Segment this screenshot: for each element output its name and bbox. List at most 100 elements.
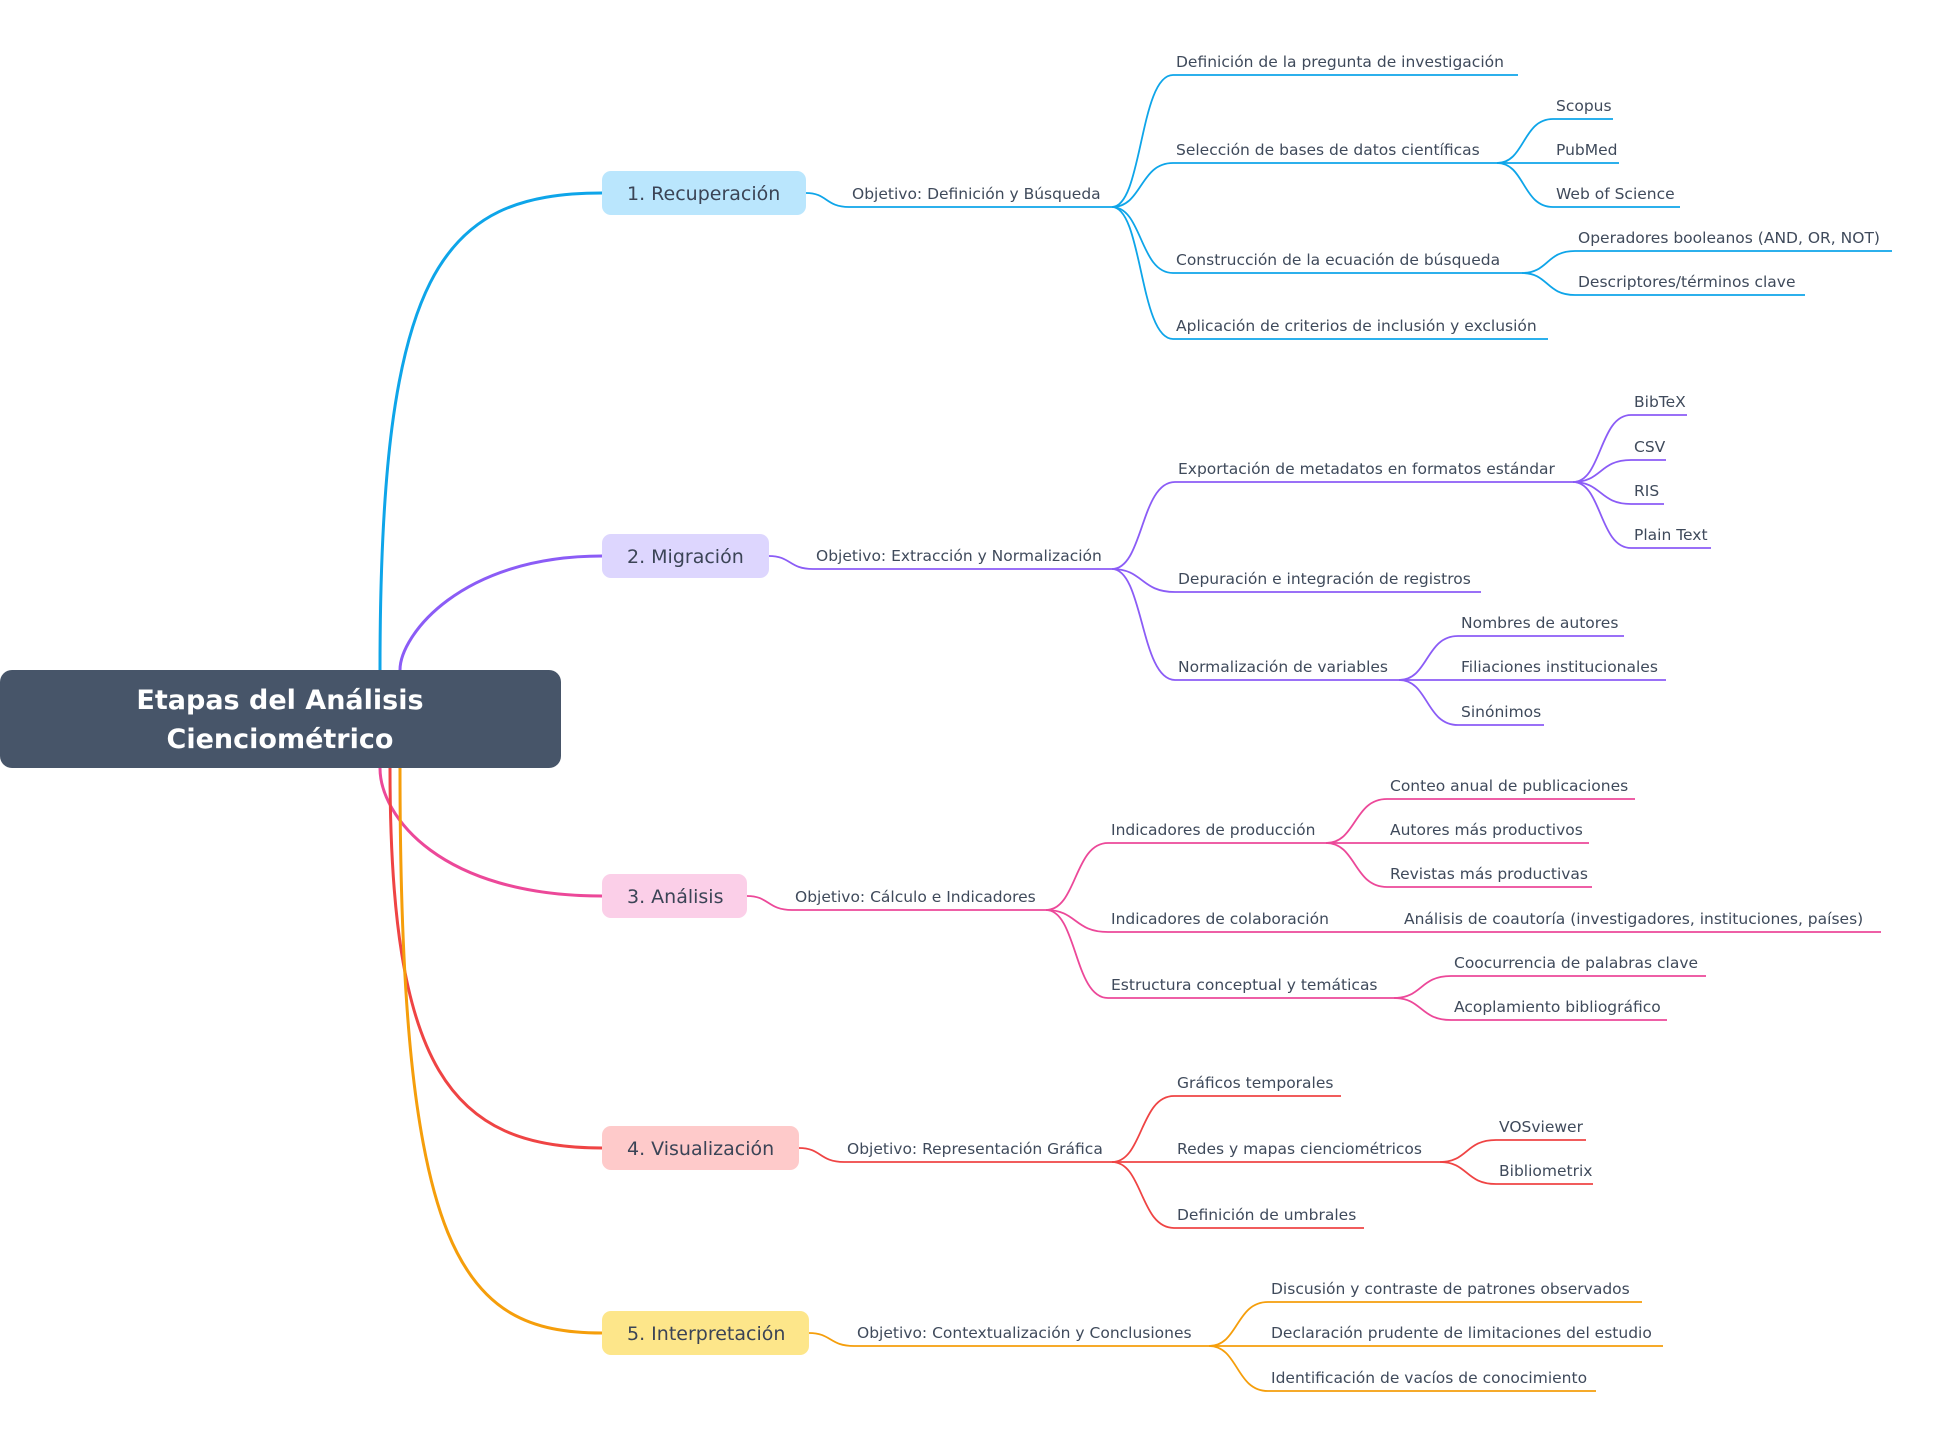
sub-node[interactable]: Selección de bases de datos científicas: [1173, 141, 1497, 164]
sub-node[interactable]: Definición de umbrales: [1174, 1206, 1364, 1229]
leaf-node-label: Scopus: [1556, 97, 1612, 115]
sub-connector: [1045, 909, 1109, 933]
sub-node[interactable]: Definición de la pregunta de investigaci…: [1173, 53, 1518, 76]
leaf-node[interactable]: CSV: [1631, 438, 1666, 461]
sub-node-label: Redes y mapas cienciométricos: [1177, 1140, 1422, 1158]
sub-node[interactable]: Indicadores de producción: [1108, 821, 1326, 844]
leaf-node[interactable]: Bibliometrix: [1496, 1162, 1593, 1185]
leaf-node[interactable]: Coocurrencia de palabras clave: [1451, 954, 1706, 977]
sub-node-label: Aplicación de criterios de inclusión y e…: [1176, 317, 1537, 335]
leaf-node[interactable]: Descriptores/términos clave: [1575, 273, 1805, 296]
sub-node[interactable]: Aplicación de criterios de inclusión y e…: [1173, 317, 1548, 340]
root-node[interactable]: Etapas del Análisis Cienciométrico: [0, 670, 561, 768]
leaf-connector: [1572, 481, 1632, 505]
objective-node-2-label: Objetivo: Extracción y Normalización: [816, 547, 1102, 565]
objective-node-3[interactable]: Objetivo: Cálculo e Indicadores: [792, 888, 1046, 911]
leaf-node-label: Plain Text: [1634, 526, 1708, 544]
leaf-node-label: Descriptores/términos clave: [1578, 273, 1795, 291]
leaf-connector: [1521, 272, 1576, 296]
sub-node-label: Estructura conceptual y temáticas: [1111, 976, 1378, 994]
leaf-node[interactable]: Análisis de coautoría (investigadores, i…: [1401, 910, 1881, 933]
objective-connector: [808, 1332, 855, 1347]
sub-node-label: Normalización de variables: [1178, 658, 1388, 676]
leaf-connector: [1439, 1139, 1497, 1163]
objective-node-5[interactable]: Objetivo: Contextualización y Conclusion…: [854, 1324, 1209, 1347]
objective-node-4[interactable]: Objetivo: Representación Gráfica: [844, 1140, 1112, 1163]
branch-node-1[interactable]: 1. Recuperación: [602, 171, 806, 215]
objective-connector: [805, 192, 850, 208]
branch-node-label: 1. Recuperación: [627, 183, 780, 205]
branch-node-box: [602, 534, 769, 578]
sub-node[interactable]: Identificación de vacíos de conocimiento: [1268, 1369, 1596, 1392]
leaf-node-label: Acoplamiento bibliográfico: [1454, 998, 1661, 1016]
objective-node-1-label: Objetivo: Definición y Búsqueda: [852, 185, 1101, 203]
leaf-node-label: Nombres de autores: [1461, 614, 1618, 632]
sub-node-label: Declaración prudente de limitaciones del…: [1271, 1324, 1652, 1342]
leaf-node[interactable]: Scopus: [1553, 97, 1613, 120]
leaf-node[interactable]: Conteo anual de publicaciones: [1387, 777, 1635, 800]
sub-node[interactable]: Discusión y contraste de patrones observ…: [1268, 1280, 1642, 1303]
sub-connector: [1111, 1161, 1175, 1229]
leaf-connector: [1325, 842, 1388, 888]
leaf-node[interactable]: Acoplamiento bibliográfico: [1451, 998, 1667, 1021]
objective-node-3-label: Objetivo: Cálculo e Indicadores: [795, 888, 1036, 906]
sub-node[interactable]: Gráficos temporales: [1174, 1074, 1341, 1097]
leaf-node[interactable]: Nombres de autores: [1458, 614, 1624, 637]
leaf-node[interactable]: RIS: [1631, 482, 1664, 505]
branch-node-4[interactable]: 4. Visualización: [602, 1126, 799, 1170]
leaf-node-label: VOSviewer: [1499, 1118, 1584, 1136]
sub-node[interactable]: Declaración prudente de limitaciones del…: [1268, 1324, 1663, 1347]
sub-node-label: Identificación de vacíos de conocimiento: [1271, 1369, 1587, 1387]
sub-node-label: Exportación de metadatos en formatos est…: [1178, 460, 1556, 478]
sub-node-label: Indicadores de producción: [1111, 821, 1315, 839]
sub-node[interactable]: Redes y mapas cienciométricos: [1174, 1140, 1440, 1163]
sub-node-label: Definición de umbrales: [1177, 1206, 1356, 1224]
branch-node-label: 2. Migración: [627, 546, 744, 568]
branch-node-3[interactable]: 3. Análisis: [602, 874, 747, 918]
leaf-node[interactable]: Filiaciones institucionales: [1458, 658, 1666, 681]
branch-node-5[interactable]: 5. Interpretación: [602, 1311, 809, 1355]
sub-connector: [1111, 206, 1174, 274]
sub-connector: [1111, 481, 1176, 570]
sub-node[interactable]: Indicadores de colaboración: [1108, 910, 1400, 933]
leaf-node[interactable]: Sinónimos: [1458, 703, 1544, 726]
sub-node[interactable]: Exportación de metadatos en formatos est…: [1175, 460, 1573, 483]
sub-connector: [1111, 74, 1174, 208]
sub-node-label: Selección de bases de datos científicas: [1176, 141, 1480, 159]
leaf-node[interactable]: BibTeX: [1631, 393, 1687, 416]
objective-connector: [746, 895, 793, 911]
sub-connector: [1208, 1301, 1269, 1347]
leaf-node-label: Conteo anual de publicaciones: [1390, 777, 1628, 795]
leaf-connector: [1398, 679, 1459, 726]
leaf-node-label: Filiaciones institucionales: [1461, 658, 1658, 676]
leaf-node[interactable]: PubMed: [1553, 141, 1619, 164]
sub-node[interactable]: Normalización de variables: [1175, 658, 1399, 681]
branch-connector: [388, 767, 603, 1150]
leaf-node[interactable]: Web of Science: [1553, 185, 1680, 208]
leaf-node[interactable]: Autores más productivos: [1387, 821, 1589, 844]
leaf-node-label: Bibliometrix: [1499, 1162, 1592, 1180]
leaf-node-label: Revistas más productivas: [1390, 865, 1588, 883]
objective-node-5-label: Objetivo: Contextualización y Conclusion…: [857, 1324, 1192, 1342]
branch-connector: [378, 767, 603, 898]
mindmap-connectors: [378, 74, 1632, 1392]
leaf-connector: [1572, 414, 1632, 483]
sub-node[interactable]: Estructura conceptual y temáticas: [1108, 976, 1394, 999]
root-title-line1: Etapas del Análisis: [136, 685, 423, 716]
sub-node[interactable]: Depuración e integración de registros: [1175, 570, 1481, 593]
branch-node-2[interactable]: 2. Migración: [602, 534, 769, 578]
leaf-node-label: Web of Science: [1556, 185, 1675, 203]
leaf-connector: [1572, 459, 1632, 483]
branch-node-box: [602, 1126, 799, 1170]
sub-node-label: Discusión y contraste de patrones observ…: [1271, 1280, 1630, 1298]
objective-node-2[interactable]: Objetivo: Extracción y Normalización: [813, 547, 1112, 570]
branch-node-label: 4. Visualización: [627, 1138, 774, 1160]
leaf-node[interactable]: Plain Text: [1631, 526, 1711, 549]
leaf-node[interactable]: Revistas más productivas: [1387, 865, 1592, 888]
sub-node[interactable]: Construcción de la ecuación de búsqueda: [1173, 251, 1522, 274]
leaf-node[interactable]: Operadores booleanos (AND, OR, NOT): [1575, 229, 1892, 252]
objective-node-1[interactable]: Objetivo: Definición y Búsqueda: [849, 185, 1112, 208]
sub-node-label: Depuración e integración de registros: [1178, 570, 1471, 588]
leaf-node[interactable]: VOSviewer: [1496, 1118, 1586, 1141]
leaf-connector: [1393, 997, 1452, 1021]
